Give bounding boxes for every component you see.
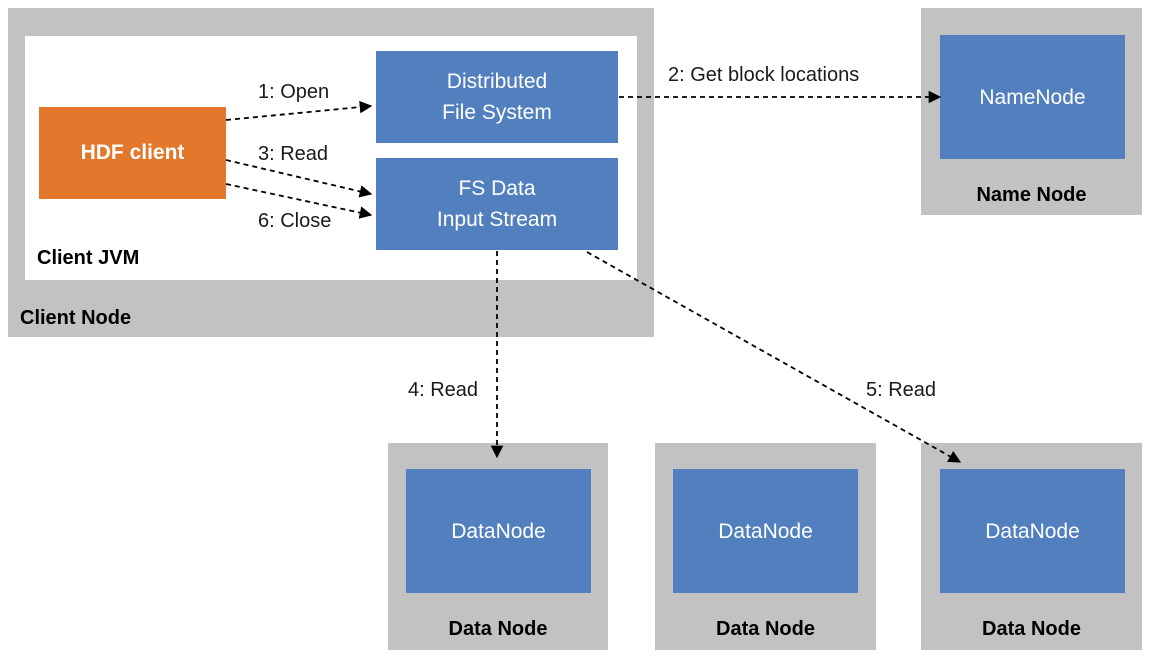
- read-stream-arrow: [225, 159, 373, 198]
- data-node-label-1: Data Node: [448, 618, 548, 640]
- distributed-file-system-box: Distributed File System: [376, 51, 618, 143]
- datanode-box-1: DataNode: [406, 469, 591, 593]
- datanode-box-3: DataNode: [940, 469, 1125, 593]
- read-datanode-3-arrow: [586, 251, 962, 463]
- name-node-label: Name Node: [976, 184, 1087, 206]
- data-node-label-3: Data Node: [982, 618, 1081, 640]
- open-label: 1: Open: [258, 81, 330, 103]
- hdf-client-box: HDF client: [39, 107, 226, 199]
- distributed-file-system-label: Distributed File System: [442, 70, 552, 124]
- datanode-label-2: DataNode: [718, 519, 813, 543]
- open-arrow: [225, 100, 373, 121]
- namenode-box: NameNode: [940, 35, 1125, 159]
- namenode-label: NameNode: [979, 85, 1086, 109]
- fs-data-input-stream-label: FS Data Input Stream: [436, 177, 558, 231]
- datanode-box-2: DataNode: [673, 469, 858, 593]
- read-datanode-1-label: 4: Read: [408, 379, 479, 401]
- data-node-label-2: Data Node: [716, 618, 815, 640]
- datanode-label-3: DataNode: [985, 519, 1080, 543]
- get-block-locations-label: 2: Get block locations: [668, 64, 860, 86]
- close-label: 6: Close: [258, 210, 332, 232]
- close-arrow: [225, 183, 373, 219]
- read-stream-label: 3: Read: [258, 143, 329, 165]
- fs-data-input-stream-box: FS Data Input Stream: [376, 158, 618, 250]
- client-jvm-label: Client JVM: [37, 247, 140, 269]
- read-datanode-3-label: 5: Read: [866, 379, 937, 401]
- datanode-label-1: DataNode: [451, 519, 546, 543]
- hdf-client-label: HDF client: [80, 141, 185, 164]
- client-node-label: Client Node: [20, 307, 132, 329]
